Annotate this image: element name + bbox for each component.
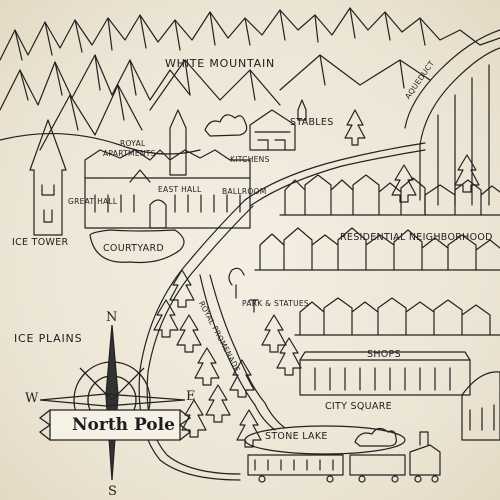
city-hall-building: [461, 371, 500, 441]
compass-east: E: [186, 389, 196, 404]
railway-track: [138, 142, 426, 481]
map-title-banner: North Pole: [72, 415, 175, 435]
label-stone-lake: STONE LAKE: [265, 431, 328, 442]
shops-row: [299, 351, 471, 396]
compass-west: W: [25, 391, 39, 406]
aqueduct: [404, 29, 500, 206]
label-apartments: APARTMENTS: [103, 149, 156, 158]
label-great-hall: GREAT HALL: [68, 197, 118, 206]
label-kitchens: KITCHENS: [230, 155, 270, 164]
label-residential-neighborhood: RESIDENTIAL NEIGHBORHOOD: [340, 232, 493, 243]
label-royal: ROYAL: [120, 139, 146, 148]
park-statues: [228, 267, 259, 313]
label-ballroom: BALLROOM: [222, 187, 267, 196]
compass-rose: [38, 324, 192, 481]
label-ice-tower: ICE TOWER: [12, 237, 69, 248]
compass-south: S: [108, 484, 117, 499]
palace-complex: [84, 109, 251, 229]
label-courtyard: COURTYARD: [103, 243, 164, 254]
royal-promenade-path: [199, 274, 276, 431]
label-park-statues: PARK & STATUES: [242, 299, 309, 308]
white-mountain-range: [0, 7, 500, 155]
compass-north: N: [106, 310, 118, 325]
courtyard-area: [89, 229, 185, 264]
label-white-mountain: WHITE MOUNTAIN: [165, 57, 276, 70]
label-ice-plains: ICE PLAINS: [14, 332, 83, 345]
label-city-square: CITY SQUARE: [325, 401, 392, 412]
train: [247, 431, 441, 483]
label-shops: SHOPS: [367, 349, 401, 360]
residential-houses: [254, 174, 500, 336]
pine-trees: [153, 109, 480, 448]
stables-building: [249, 99, 307, 151]
ice-tower: [29, 119, 67, 236]
label-east-hall: EAST HALL: [158, 185, 202, 194]
label-stables: STABLES: [290, 117, 334, 128]
